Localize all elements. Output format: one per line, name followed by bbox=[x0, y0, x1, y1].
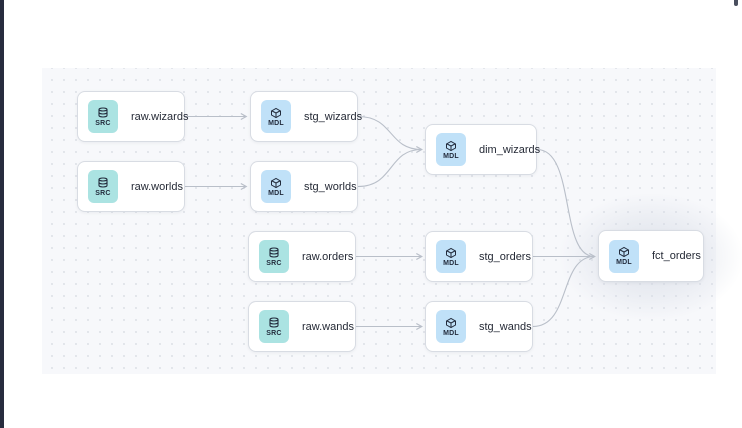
model-type-badge: MDL bbox=[436, 310, 466, 343]
node-label: fct_orders bbox=[652, 250, 701, 262]
badge-label: MDL bbox=[268, 189, 284, 197]
node-stg-wands[interactable]: MDL stg_wands bbox=[425, 301, 533, 352]
edge-stg-worlds-to-dim-wizards bbox=[357, 148, 422, 188]
node-label: raw.wizards bbox=[131, 110, 189, 123]
edge-dim-wizards-to-fct-orders bbox=[536, 148, 595, 258]
edge-stg-wizards-to-dim-wizards bbox=[357, 115, 423, 153]
node-label: raw.worlds bbox=[131, 180, 183, 193]
source-type-badge: SRC bbox=[88, 170, 118, 203]
model-type-badge: MDL bbox=[609, 239, 639, 273]
screen-artifact bbox=[734, 0, 738, 6]
badge-label: SRC bbox=[266, 329, 282, 337]
node-raw-orders[interactable]: SRC raw.orders bbox=[248, 231, 356, 282]
window-left-edge bbox=[0, 0, 4, 428]
badge-label: SRC bbox=[266, 259, 282, 267]
lineage-canvas[interactable]: SRC raw.wizards MDL stg_wizards SRC bbox=[42, 68, 742, 374]
badge-label: SRC bbox=[95, 189, 111, 197]
node-raw-wizards[interactable]: SRC raw.wizards bbox=[77, 91, 189, 142]
node-stg-worlds[interactable]: MDL stg_worlds bbox=[250, 161, 358, 212]
model-type-badge: MDL bbox=[261, 170, 291, 203]
cube-icon bbox=[619, 246, 629, 258]
node-label: stg_worlds bbox=[304, 180, 357, 193]
node-raw-wands[interactable]: SRC raw.wands bbox=[248, 301, 356, 352]
cube-icon bbox=[446, 247, 456, 258]
node-label: stg_wands bbox=[479, 320, 532, 333]
model-type-badge: MDL bbox=[436, 133, 466, 166]
node-label: stg_orders bbox=[479, 250, 531, 263]
node-raw-worlds[interactable]: SRC raw.worlds bbox=[77, 161, 185, 212]
cube-icon bbox=[271, 177, 281, 188]
edge-stg-wands-to-fct-orders bbox=[532, 255, 595, 328]
badge-label: MDL bbox=[443, 152, 459, 160]
model-type-badge: MDL bbox=[436, 240, 466, 273]
node-dim-wizards[interactable]: MDL dim_wizards bbox=[425, 124, 541, 175]
cube-icon bbox=[446, 140, 456, 151]
node-label: raw.wands bbox=[302, 320, 354, 333]
node-label: stg_wizards bbox=[304, 110, 363, 123]
node-label: raw.orders bbox=[302, 250, 354, 263]
badge-label: MDL bbox=[443, 329, 459, 337]
cube-icon bbox=[446, 317, 456, 328]
source-type-badge: SRC bbox=[259, 240, 289, 273]
source-type-badge: SRC bbox=[88, 100, 118, 133]
badge-label: MDL bbox=[268, 119, 284, 127]
database-icon bbox=[98, 176, 108, 188]
database-icon bbox=[269, 316, 279, 328]
node-fct-orders[interactable]: MDL fct_orders bbox=[598, 230, 704, 282]
database-icon bbox=[98, 106, 108, 118]
source-type-badge: SRC bbox=[259, 310, 289, 343]
node-stg-wizards[interactable]: MDL stg_wizards bbox=[250, 91, 362, 142]
badge-label: MDL bbox=[443, 259, 459, 267]
node-label: dim_wizards bbox=[479, 143, 541, 156]
badge-label: SRC bbox=[95, 119, 111, 127]
database-icon bbox=[269, 246, 279, 258]
node-stg-orders[interactable]: MDL stg_orders bbox=[425, 231, 533, 282]
badge-label: MDL bbox=[616, 259, 632, 266]
cube-icon bbox=[271, 107, 281, 118]
model-type-badge: MDL bbox=[261, 100, 291, 133]
